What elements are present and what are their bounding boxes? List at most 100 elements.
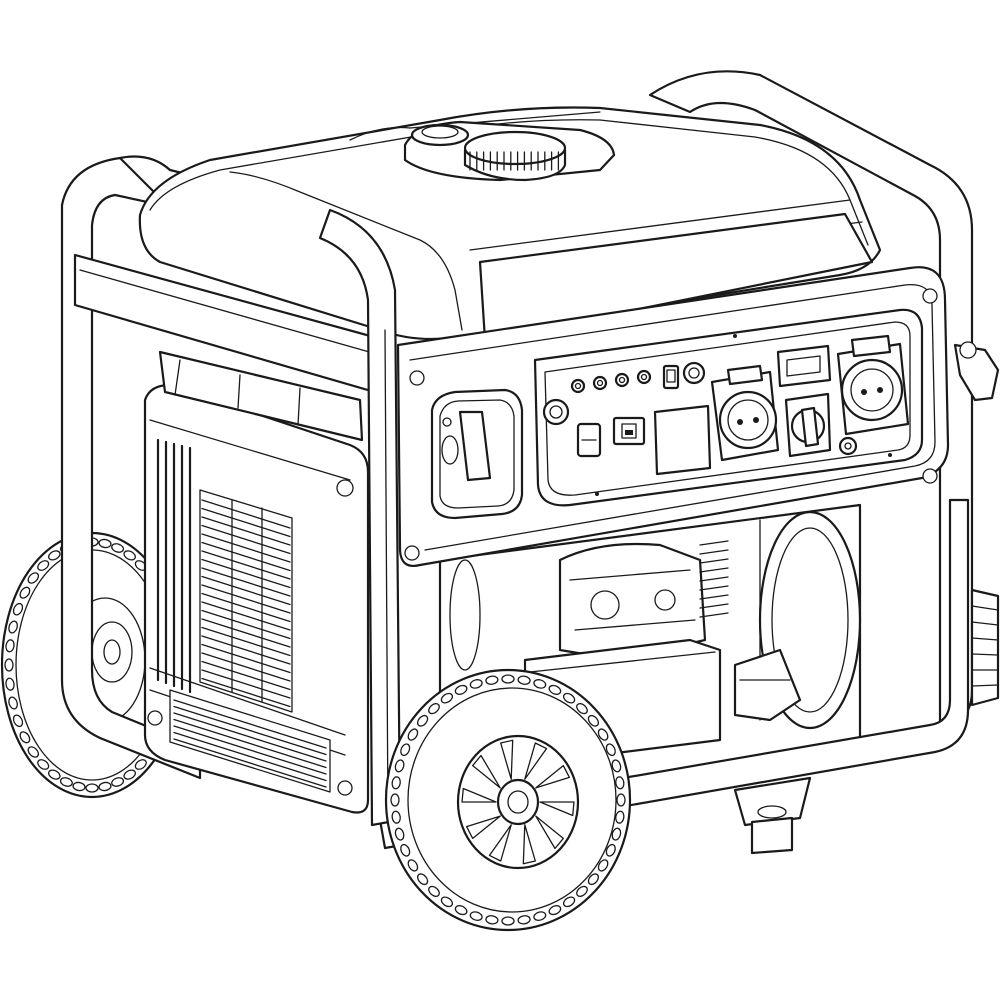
tread-lug xyxy=(8,620,18,634)
vent-slat xyxy=(173,705,327,756)
tread-lug xyxy=(428,702,440,715)
tread-lug xyxy=(123,550,136,561)
tread-lug xyxy=(407,728,419,741)
tread-lug xyxy=(390,793,400,807)
tread-lug xyxy=(440,692,454,704)
tread-lug xyxy=(485,675,499,685)
tread-lug xyxy=(416,873,429,886)
tread-lug xyxy=(615,776,625,790)
cooling-fin xyxy=(699,594,729,600)
tread-lug xyxy=(485,915,499,925)
cooling-fin xyxy=(699,612,729,618)
front-upright xyxy=(318,208,402,827)
tread-lug xyxy=(501,674,515,684)
vent-slat xyxy=(173,712,327,762)
tread-lug xyxy=(501,916,515,926)
tread-lug xyxy=(597,859,609,872)
cooling-fin xyxy=(699,567,729,573)
louvre-slat xyxy=(201,499,291,529)
louvre-slat xyxy=(201,660,291,691)
tread-lug xyxy=(111,543,125,553)
control-panel xyxy=(396,266,950,567)
tread-lug xyxy=(517,675,531,685)
engine-cover xyxy=(143,383,370,814)
tread-lug xyxy=(98,538,112,549)
tread-lug xyxy=(562,692,576,704)
tread-lug xyxy=(517,915,531,925)
vent-slat xyxy=(173,718,327,769)
tread-lug xyxy=(5,639,15,653)
cooling-fin xyxy=(699,549,729,555)
tread-lug xyxy=(416,714,429,727)
louvre-slat xyxy=(201,507,291,538)
tread-lug xyxy=(576,885,588,898)
tread-lug xyxy=(533,911,547,921)
vent-slat xyxy=(173,738,327,788)
tread-lug xyxy=(454,684,468,695)
louvre-slat xyxy=(201,635,291,665)
wheel-spoke xyxy=(488,824,512,862)
wheel-spoke xyxy=(535,815,564,850)
tread-lug xyxy=(19,731,31,744)
tread-lug xyxy=(428,885,440,898)
tread-lug xyxy=(611,759,622,773)
support-foot xyxy=(733,776,812,855)
tread-lug xyxy=(576,702,588,715)
wheel-spoke xyxy=(522,824,536,865)
louvre-slat xyxy=(201,516,291,546)
tread-lug xyxy=(394,827,405,841)
side-handle xyxy=(953,343,1000,402)
tread-lug xyxy=(27,746,40,758)
fuel-cap xyxy=(403,120,616,182)
tread-lug xyxy=(37,759,50,770)
tread-lug xyxy=(85,783,99,793)
wheel-spoke xyxy=(472,754,501,789)
cooling-fin xyxy=(699,603,729,609)
tread-lug xyxy=(605,743,616,757)
tread-lug xyxy=(407,859,419,872)
wheel-spoke xyxy=(524,742,548,780)
louvre-slat xyxy=(201,669,291,699)
tread-lug xyxy=(400,843,411,857)
tread-lug xyxy=(394,759,405,773)
tread-lug xyxy=(72,781,86,792)
louvre-slat xyxy=(201,550,291,580)
tread-lug xyxy=(605,843,616,857)
tread-lug xyxy=(616,793,626,807)
louvre-slat xyxy=(201,643,291,674)
vent-slat xyxy=(173,731,327,782)
front-frame-rail xyxy=(378,498,970,850)
tread-lug xyxy=(8,696,18,710)
tread-lug xyxy=(611,827,622,841)
wheel-spoke xyxy=(539,801,575,817)
tread-lug xyxy=(27,572,40,584)
tread-lug xyxy=(400,743,411,757)
louvre-slat xyxy=(201,601,291,631)
tread-lug xyxy=(454,905,468,916)
tread-lug xyxy=(98,781,112,792)
engine-switch xyxy=(458,410,492,482)
louvre-slat xyxy=(201,618,291,648)
louvre-slat xyxy=(201,558,291,589)
tread-lug xyxy=(440,896,454,908)
tread-lug xyxy=(5,677,15,691)
louvre-slat xyxy=(201,524,291,555)
tread-lug xyxy=(4,658,14,672)
cooling-fin xyxy=(699,576,729,582)
tread-lug xyxy=(548,905,562,916)
tread-lug xyxy=(469,679,483,689)
louvre-slat xyxy=(201,626,291,657)
tread-lug xyxy=(548,684,562,695)
louvre-slat xyxy=(201,584,291,614)
louvre-slat xyxy=(201,541,291,572)
tread-lug xyxy=(533,679,547,689)
tread-lug xyxy=(19,586,31,599)
tread-lug xyxy=(123,769,136,780)
fuel-tank xyxy=(138,106,882,342)
cooling-fin xyxy=(699,540,729,546)
front-wheel xyxy=(384,668,632,932)
vent-slat xyxy=(173,699,327,749)
louvre-slat xyxy=(201,575,291,606)
